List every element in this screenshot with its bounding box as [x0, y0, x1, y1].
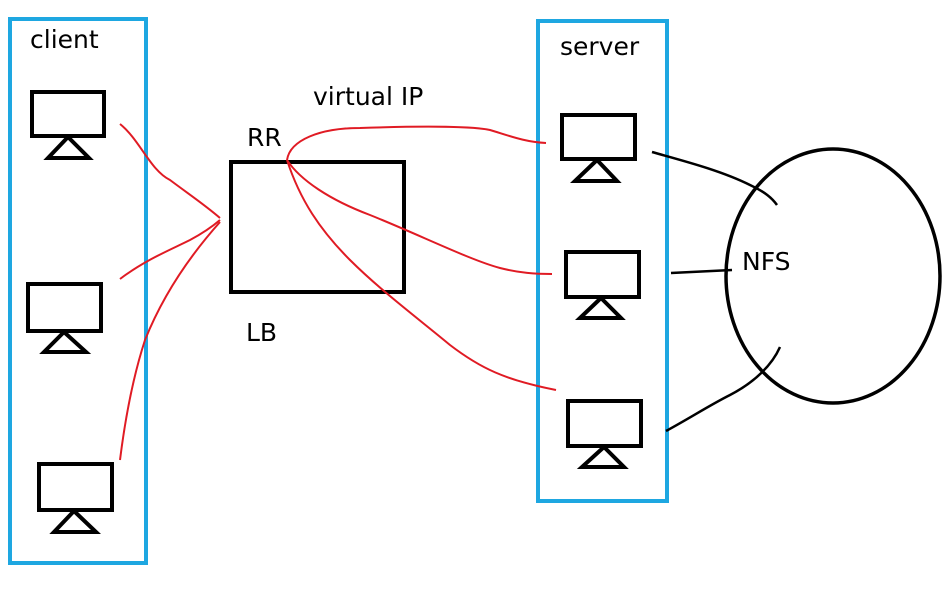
nfs-connections: [651, 150, 782, 433]
server-1-connection: [286, 125, 547, 161]
server-2-nfs-link: [670, 268, 733, 275]
server-monitor-icon: [566, 399, 643, 469]
server-3-nfs-link: [665, 346, 782, 433]
client-3-connection: [119, 221, 221, 461]
client-group-box: [8, 17, 148, 565]
client-connections: [119, 123, 221, 461]
server-1-nfs-link: [651, 150, 779, 206]
client-monitor-icon: [30, 90, 106, 160]
server-label: server: [560, 32, 640, 61]
rr-label: RR: [247, 123, 282, 152]
server-group: server: [536, 19, 669, 503]
client-monitor-icon: [37, 462, 114, 534]
lb-label: LB: [246, 318, 277, 347]
client-label: client: [30, 25, 99, 54]
server-3-connection: [286, 159, 557, 391]
server-2-connection: [286, 159, 553, 275]
server-monitor-icon: [560, 113, 637, 183]
server-group-box: [536, 19, 669, 503]
virtual-ip-label: virtual IP: [313, 82, 423, 111]
server-connections: [286, 125, 557, 391]
nfs-label: NFS: [742, 247, 791, 276]
client-monitor-icon: [26, 282, 103, 354]
client-1-connection: [119, 123, 221, 219]
server-monitor-icon: [564, 250, 641, 320]
client-group: client: [8, 17, 148, 565]
client-2-connection: [119, 219, 221, 280]
load-balancer-box: [229, 160, 406, 294]
nfs-storage: [724, 147, 942, 405]
